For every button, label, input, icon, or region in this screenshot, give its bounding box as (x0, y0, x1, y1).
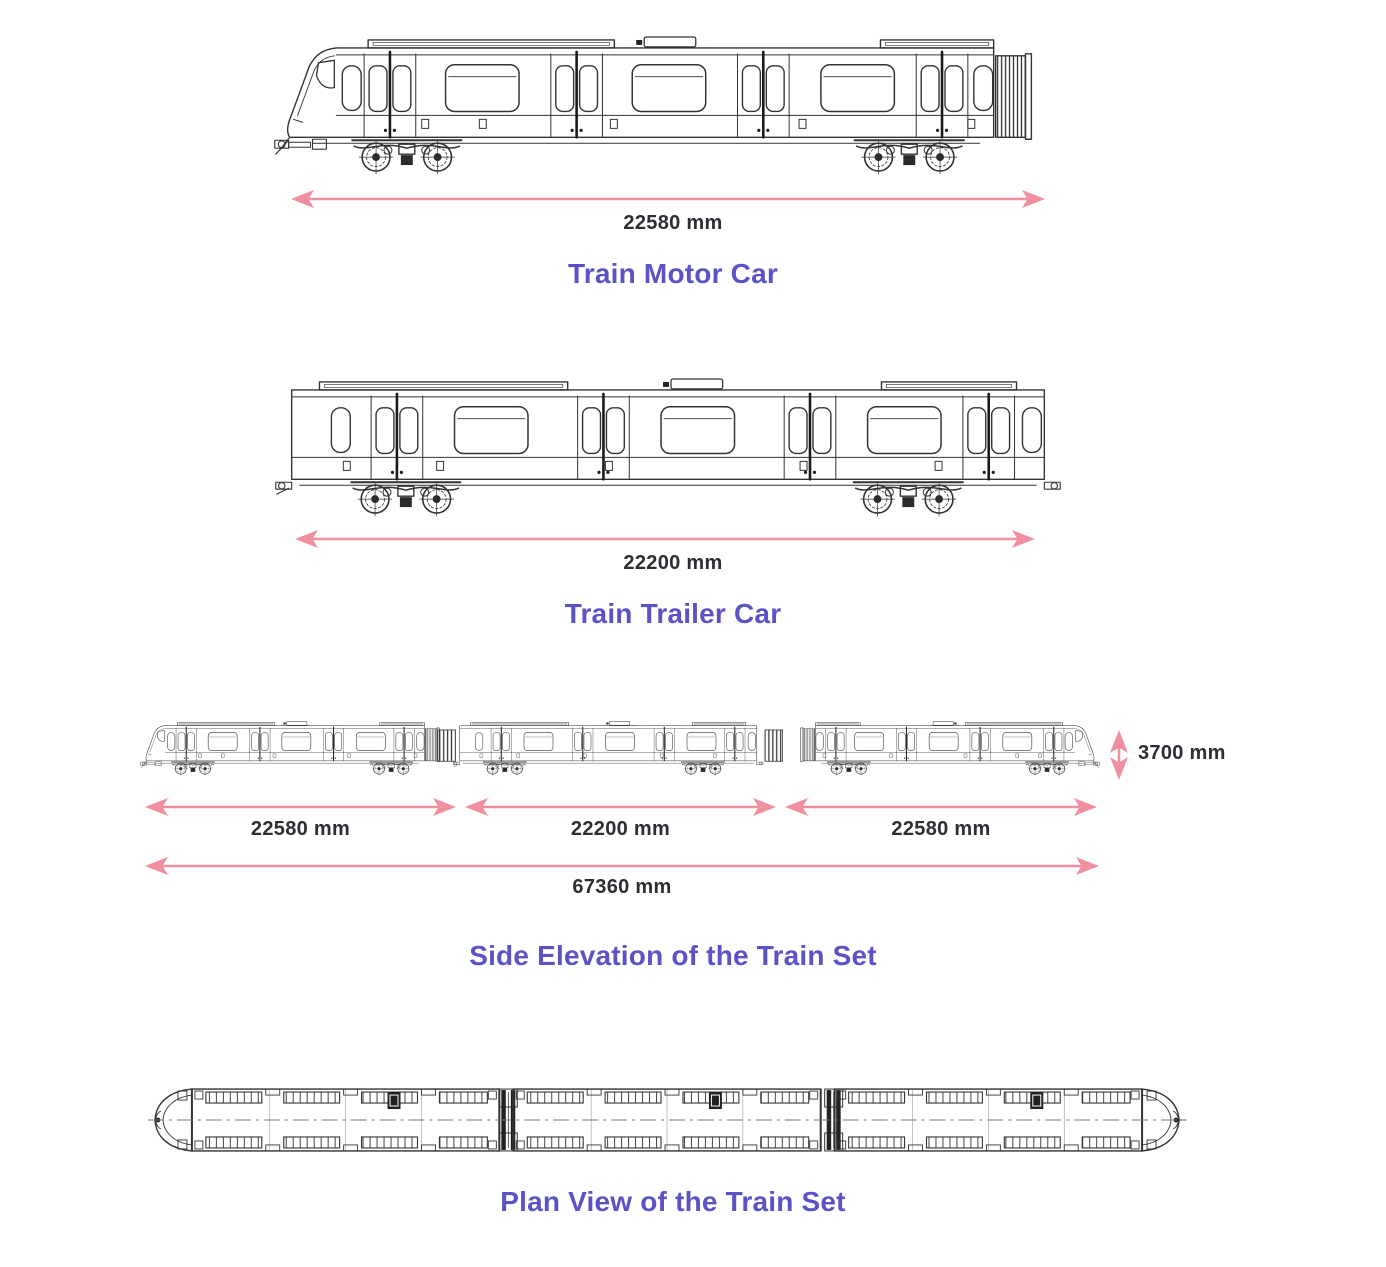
total-length-label: 67360 mm (572, 876, 672, 898)
segment-length-label-2: 22200 mm (570, 818, 671, 840)
trailer-car-length-label: 22200 mm (623, 552, 723, 574)
side-elevation-title: Side Elevation of the Train Set (469, 940, 877, 971)
motor-car-drawing (272, 34, 1058, 175)
trailer-car-title: Train Trailer Car (564, 598, 782, 629)
motor-car-length-label: 22580 mm (623, 212, 723, 234)
train-set-height-label: 3700 mm (1138, 742, 1226, 764)
motor-car-length-dimension-arrow (291, 190, 1045, 208)
plan-view-title: Plan View of the Train Set (500, 1186, 846, 1217)
train-set-plan-view-drawing (148, 1080, 1186, 1160)
segment-dimension-arrow-1 (145, 798, 456, 816)
segment-dimension-arrow-2 (465, 798, 776, 816)
segment-length-label-3: 22580 mm (891, 818, 991, 840)
total-length-dimension-arrow (145, 857, 1099, 875)
trailer-car-drawing (274, 376, 1062, 517)
trailer-car-length-dimension-arrow (295, 530, 1035, 548)
segment-length-label-1: 22580 mm (250, 818, 351, 840)
train-set-side-elevation-drawing (140, 720, 1100, 780)
motor-car-title: Train Motor Car (568, 258, 778, 289)
train-set-height-dimension-arrow (1110, 730, 1128, 780)
segment-dimension-arrow-3 (785, 798, 1097, 816)
